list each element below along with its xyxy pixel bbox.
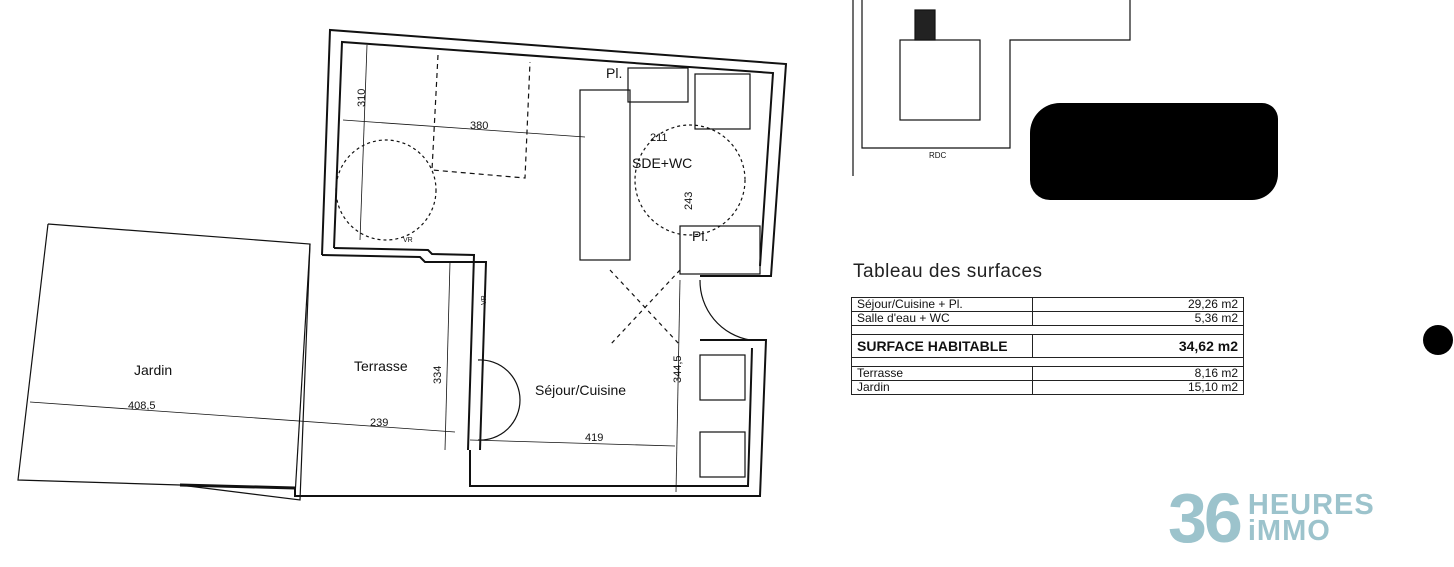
dim-380: 380 (470, 120, 488, 132)
dim-408-5: 408,5 (128, 400, 156, 412)
apartment-outer-wall (321, 28, 788, 277)
total-label: SURFACE HABITABLE (851, 334, 1033, 358)
row-value: 8,16 m2 (1032, 366, 1244, 381)
dim-344-5: 344,5 (672, 355, 684, 383)
room-label-terrasse: Terrasse (354, 358, 408, 374)
vr-label-2: VR (481, 295, 488, 305)
lower-right-wall-inner (469, 347, 753, 487)
room-label-placard-1: Pl. (606, 65, 622, 81)
surfaces-table: Séjour/Cuisine + Pl.29,26 m2 Salle d'eau… (851, 297, 1244, 395)
total-value: 34,62 m2 (1032, 334, 1244, 358)
brand-logo: 36 HEURES iMMO (1168, 479, 1375, 557)
dim-243: 243 (683, 192, 695, 210)
site-plan-label: RDC (929, 151, 947, 160)
black-dot (1423, 325, 1453, 355)
row-value: 29,26 m2 (1032, 297, 1244, 312)
left-step-wall (321, 254, 488, 451)
room-label-sejour: Séjour/Cuisine (535, 382, 626, 398)
apartment-inner-wall (333, 40, 775, 267)
logo-line-2: iMMO (1247, 515, 1331, 547)
table-row: Séjour/Cuisine + Pl.29,26 m2 (851, 297, 1244, 312)
row-label: Jardin (851, 380, 1033, 395)
room-label-jardin: Jardin (134, 362, 172, 378)
dim-239: 239 (370, 417, 388, 429)
dim-211: 211 (650, 132, 668, 144)
garden-outline (17, 223, 311, 501)
room-label-placard-2: Pl. (692, 228, 708, 244)
row-value: 15,10 m2 (1032, 380, 1244, 395)
row-label: Séjour/Cuisine + Pl. (851, 297, 1033, 312)
room-label-sde: SDE+WC (632, 155, 692, 171)
row-value: 5,36 m2 (1032, 311, 1244, 326)
row-label: Terrasse (851, 366, 1033, 381)
logo-line-1: HEURES (1247, 489, 1375, 521)
row-label: Salle d'eau + WC (851, 311, 1033, 326)
dim-334: 334 (432, 366, 444, 384)
dim-310: 310 (356, 89, 368, 107)
redaction-blob (1030, 103, 1278, 200)
logo-number: 36 (1168, 479, 1243, 557)
vr-label-1: VR (403, 237, 413, 244)
table-title: Tableau des surfaces (853, 261, 1043, 282)
dim-419: 419 (585, 432, 603, 444)
